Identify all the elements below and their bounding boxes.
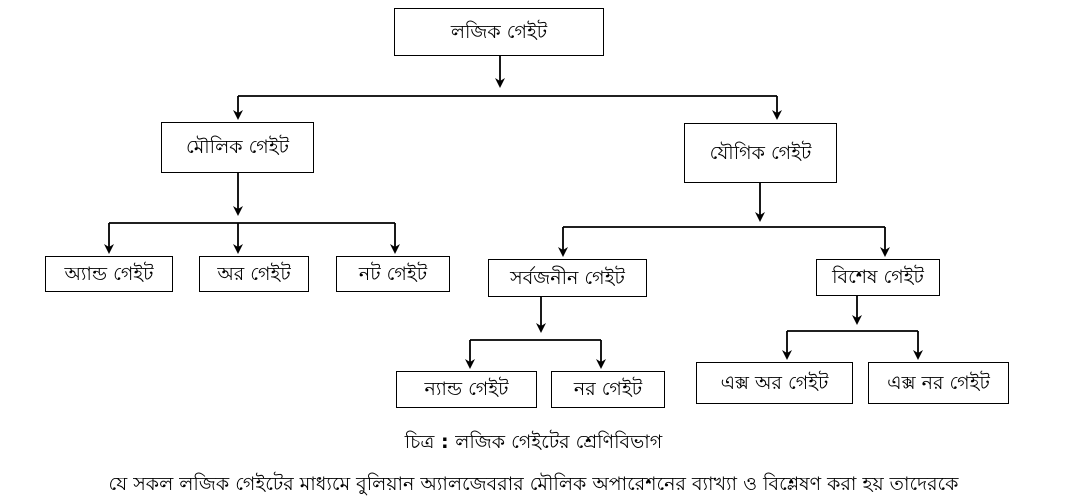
node-derived-gate-label: যৌগিক গেইট [709, 141, 812, 164]
node-special-gate: বিশেষ গেইট [816, 259, 940, 296]
caption-separator: : [434, 431, 456, 453]
node-nand-gate-label: ন্যান্ড গেইট [424, 378, 509, 400]
node-or-gate: অর গেইট [199, 256, 309, 292]
node-universal-gate: সর্বজনীন গেইট [488, 259, 647, 297]
node-or-gate-label: অর গেইট [217, 262, 291, 285]
body-text-line: যে সকল লজিক গেইটের মাধ্যমে বুলিয়ান অ্যা… [108, 473, 959, 495]
node-nand-gate: ন্যান্ড গেইট [396, 371, 537, 408]
node-xor-gate-label: এক্স অর গেইট [720, 371, 829, 394]
node-basic-gate: মৌলিক গেইট [161, 122, 314, 173]
node-logic-gate-label: লজিক গেইট [450, 20, 548, 43]
node-xor-gate: এক্স অর গেইট [696, 362, 853, 404]
node-basic-gate-label: মৌলিক গেইট [185, 136, 290, 158]
caption-text: লজিক গেইটের শ্রেণিবিভাগ [455, 431, 663, 453]
node-not-gate-label: নট গেইট [358, 262, 428, 285]
node-logic-gate: লজিক গেইট [394, 8, 604, 56]
connector-lines [104, 56, 923, 369]
node-derived-gate: যৌগিক গেইট [684, 123, 837, 183]
node-universal-gate-label: সর্বজনীন গেইট [510, 266, 625, 289]
node-and-gate-label: অ্যান্ড গেইট [64, 262, 154, 285]
caption-prefix: চিত্র [404, 431, 435, 453]
node-nor-gate-label: নর গেইট [573, 378, 643, 400]
node-nor-gate: নর গেইট [551, 371, 665, 408]
figure-caption: চিত্র : লজিক গেইটের শ্রেণিবিভাগ [0, 428, 1067, 460]
node-xnor-gate: এক্স নর গেইট [868, 362, 1009, 404]
node-and-gate: অ্যান্ড গেইট [45, 256, 173, 292]
node-not-gate: নট গেইট [336, 256, 450, 292]
node-special-gate-label: বিশেষ গেইট [832, 266, 924, 288]
node-xnor-gate-label: এক্স নর গেইট [887, 371, 990, 394]
